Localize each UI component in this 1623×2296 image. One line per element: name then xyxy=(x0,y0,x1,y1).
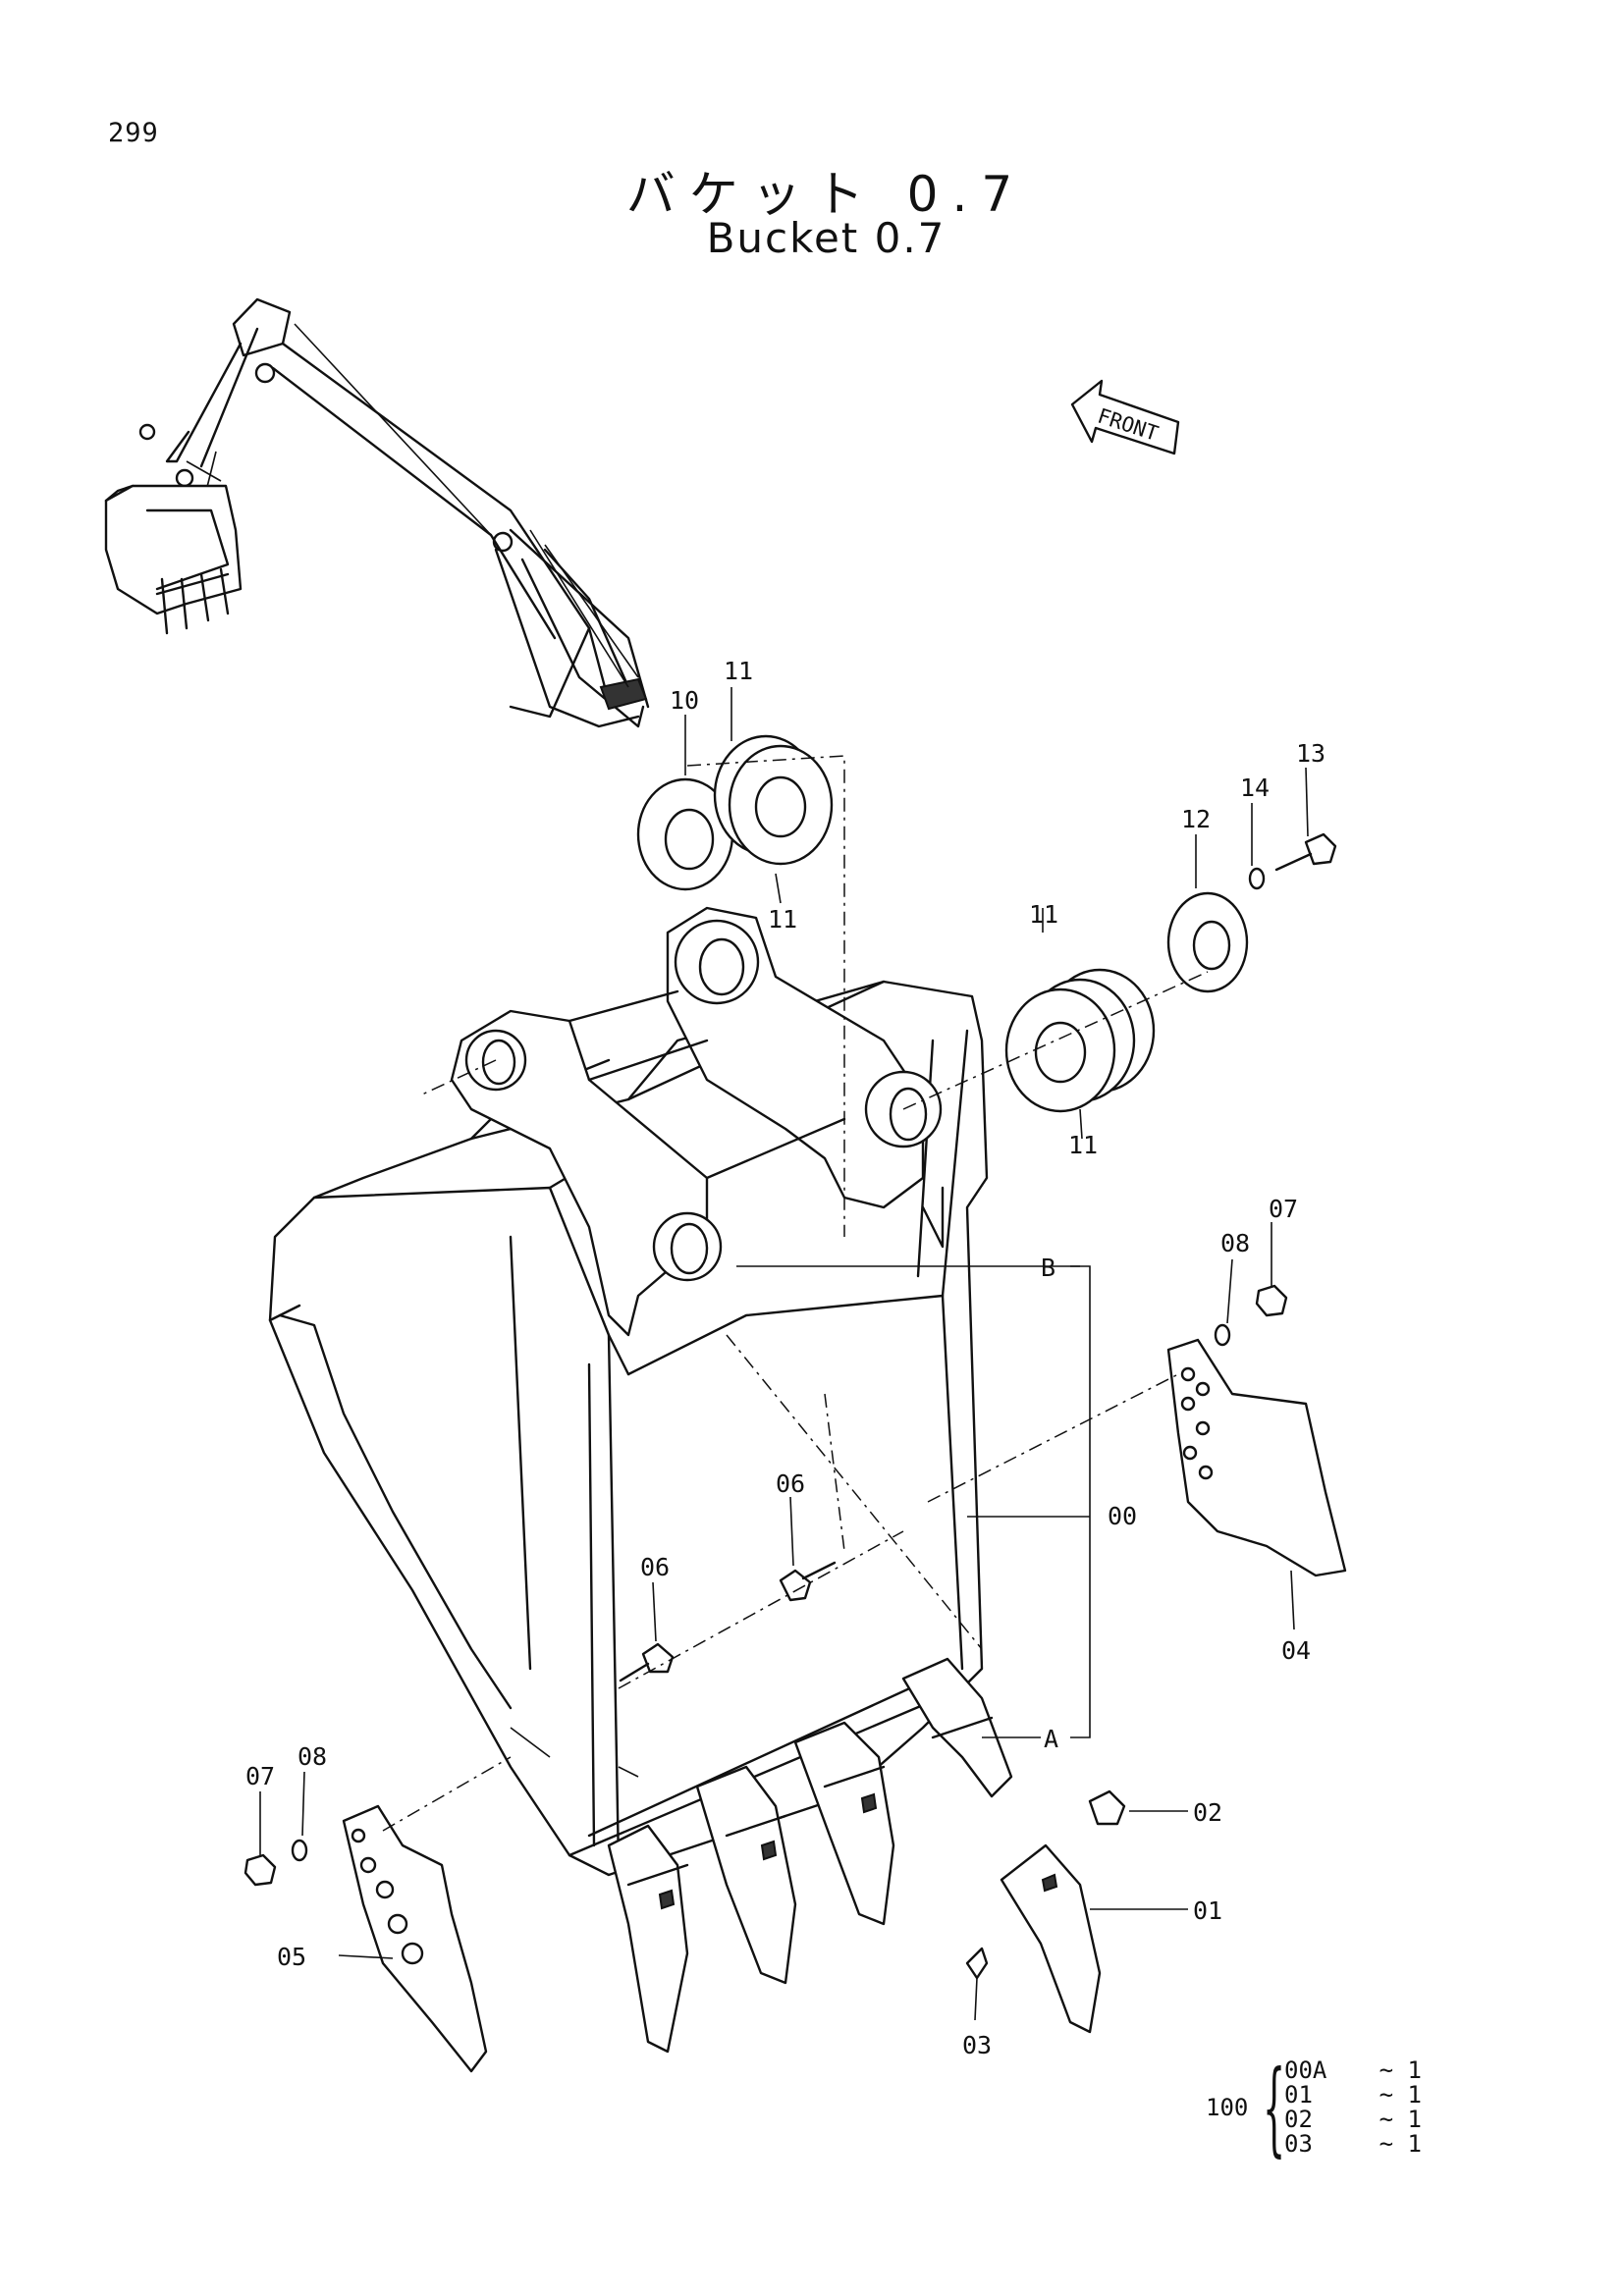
title-english: Bucket 0.7 xyxy=(706,214,947,262)
leader-lines xyxy=(259,687,1309,2021)
kit-item-code: 03 xyxy=(1284,2130,1313,2158)
part-13-bolt xyxy=(1274,832,1337,872)
label-02: 02 xyxy=(1193,1798,1222,1827)
page-number: 299 xyxy=(108,118,159,148)
kit-item: 03 ~ 1 xyxy=(1284,2132,1422,2157)
reference-mark-a: A xyxy=(1044,1725,1058,1753)
excavator-arm-inset xyxy=(104,297,650,728)
kit-item-list: 00A ~ 1 01 ~ 1 02 ~ 1 03 ~ 1 xyxy=(1284,2058,1422,2157)
label-13: 13 xyxy=(1296,739,1325,768)
part-01-tooth-point xyxy=(1000,1843,1102,2034)
label-10: 10 xyxy=(670,686,699,715)
kit-item-qty: ~ 1 xyxy=(1379,2056,1422,2084)
kit-item-code: 01 xyxy=(1284,2081,1313,2109)
kit-item-code: 00A xyxy=(1284,2056,1327,2084)
kit-item-qty: ~ 1 xyxy=(1379,2130,1422,2158)
part-06-bolt-left xyxy=(619,1642,675,1682)
label-11-right: 11 xyxy=(1029,900,1058,929)
bucket-body xyxy=(268,906,989,1877)
label-11-top: 11 xyxy=(724,657,753,685)
label-11-below-top: 11 xyxy=(768,905,797,934)
label-04: 04 xyxy=(1281,1636,1311,1665)
part-11-shims-top xyxy=(713,734,834,866)
label-07-right: 07 xyxy=(1269,1195,1298,1223)
reference-mark-b: B xyxy=(1041,1254,1055,1282)
kit-item: 00A ~ 1 xyxy=(1284,2058,1422,2083)
label-08-left: 08 xyxy=(298,1742,327,1771)
label-06-center: 06 xyxy=(776,1469,805,1498)
part-11-shims-right xyxy=(1004,968,1156,1113)
part-06-bolt-center xyxy=(779,1561,837,1602)
part-04-side-cutter xyxy=(1166,1338,1347,1577)
bucket-teeth xyxy=(607,1657,1013,2054)
part-08-washer-left xyxy=(291,1839,308,1862)
label-07-left: 07 xyxy=(245,1762,275,1790)
label-14: 14 xyxy=(1240,774,1270,802)
label-08-right: 08 xyxy=(1220,1229,1250,1257)
label-03: 03 xyxy=(962,2031,992,2059)
part-03-lock xyxy=(965,1947,989,1980)
part-07-nut-left xyxy=(243,1853,277,1887)
part-02-pin xyxy=(1088,1789,1126,1826)
part-08-washer-right xyxy=(1214,1323,1231,1347)
part-12-plate xyxy=(1166,891,1249,993)
part-07-nut-right xyxy=(1255,1284,1288,1317)
kit-number: 100 xyxy=(1206,2094,1249,2121)
part-14-washer xyxy=(1248,867,1266,890)
label-00: 00 xyxy=(1108,1502,1137,1530)
kit-item-qty: ~ 1 xyxy=(1379,2081,1422,2109)
title-japanese: バケット 0.7 xyxy=(625,166,1027,223)
label-01: 01 xyxy=(1193,1896,1222,1925)
front-direction-arrow: FRONT xyxy=(1070,379,1180,455)
kit-item-qty: ~ 1 xyxy=(1379,2106,1422,2133)
kit-item: 02 ~ 1 xyxy=(1284,2108,1422,2132)
label-06-left: 06 xyxy=(640,1553,670,1581)
kit-brace: { xyxy=(1263,2048,1286,2167)
kit-item-code: 02 xyxy=(1284,2106,1313,2133)
part-05-side-cutter xyxy=(342,1804,488,2073)
kit-item: 01 ~ 1 xyxy=(1284,2083,1422,2108)
part-labels: 00 01 02 03 04 05 06 06 07 07 08 08 10 1… xyxy=(245,657,1325,2059)
label-12: 12 xyxy=(1181,805,1211,833)
label-05: 05 xyxy=(277,1943,306,1971)
label-11-below-right: 11 xyxy=(1068,1131,1098,1159)
